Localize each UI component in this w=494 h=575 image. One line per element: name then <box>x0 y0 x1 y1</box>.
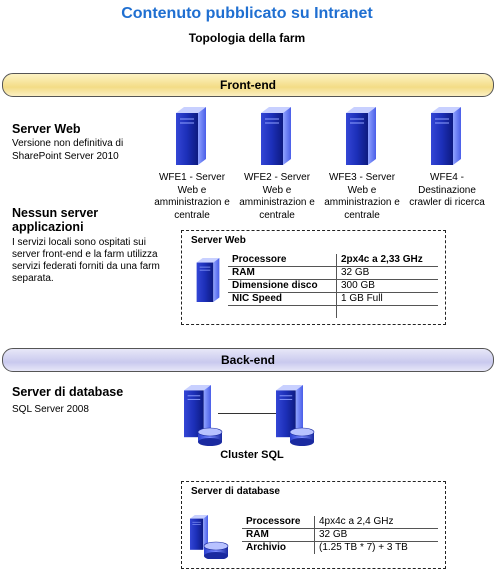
cluster-label: Cluster SQL <box>220 449 284 461</box>
spec-key: Processore <box>228 254 337 267</box>
spec-key: Dimensione disco <box>228 279 337 293</box>
cluster-link-line <box>218 413 276 414</box>
sql-node1-server-icon <box>183 384 226 452</box>
spec-key <box>228 305 337 318</box>
db-server-spec-icon <box>189 514 232 564</box>
web-server-spec-title: Server Web <box>191 235 246 246</box>
db-server-heading: Server di database <box>12 385 124 399</box>
app-server-description: I servizi locali sono ospitati sui serve… <box>12 237 160 284</box>
web-server-description: Versione non definitiva di SharePoint Se… <box>12 138 124 162</box>
wfe4-caption: WFE4 - Destinazione crawler di ricerca <box>409 172 485 208</box>
spec-value <box>337 306 439 319</box>
spec-key: NIC Speed <box>228 292 337 306</box>
db-server-description: SQL Server 2008 <box>12 404 89 415</box>
wfe3-caption: WFE3 - Server Web e amministrazion e cen… <box>324 172 400 221</box>
wfe1-caption: WFE1 - Server Web e amministrazion e cen… <box>154 172 230 221</box>
spec-row: Processore 2px4c a 2,33 GHz <box>228 254 438 267</box>
front-end-band: Front-end <box>2 73 494 97</box>
db-server-spec-table: Processore 4px4c a 2,4 GHz RAM 32 GB Arc… <box>242 516 438 554</box>
spec-row: NIC Speed 1 GB Full <box>228 292 438 306</box>
web-server-spec-box: Server Web Processore 2px4c a 2,33 GHz R… <box>181 230 446 325</box>
spec-value: 4px4c a 2,4 GHz <box>314 516 438 529</box>
spec-row: Dimensione disco 300 GB <box>228 279 438 293</box>
web-server-spec-table: Processore 2px4c a 2,33 GHz RAM 32 GB Di… <box>228 254 438 318</box>
spec-value: 1 GB Full <box>336 292 438 306</box>
page-title: Contenuto pubblicato su Intranet <box>121 5 373 22</box>
back-end-band: Back-end <box>2 348 494 372</box>
spec-row: Archivio (1.25 TB * 7) + 3 TB <box>242 541 438 554</box>
spec-row: RAM 32 GB <box>242 528 438 542</box>
wfe2-caption: WFE2 - Server Web e amministrazion e cen… <box>239 172 315 221</box>
sql-node2-server-icon <box>275 384 318 452</box>
web-server-heading: Server Web <box>12 122 81 136</box>
wfe3-server-icon <box>345 106 378 172</box>
spec-value: 300 GB <box>336 279 438 293</box>
spec-key: Archivio <box>242 541 315 554</box>
wfe1-server-icon <box>175 106 208 172</box>
wfe4-server-icon <box>430 106 463 172</box>
app-server-heading: Nessun server applicazioni <box>12 206 99 234</box>
db-server-spec-box: Server di database Processore 4px4c a 2,… <box>181 481 446 569</box>
spec-value: 2px4c a 2,33 GHz <box>336 254 438 267</box>
spec-value: 32 GB <box>314 528 438 542</box>
spec-value: (1.25 TB * 7) + 3 TB <box>319 542 408 553</box>
web-server-spec-icon <box>196 257 220 307</box>
spec-value: 32 GB <box>336 266 438 280</box>
spec-row: RAM 32 GB <box>228 266 438 280</box>
db-server-spec-title: Server di database <box>191 486 280 497</box>
spec-key: Processore <box>242 516 315 529</box>
page-subtitle: Topologia della farm <box>188 31 306 45</box>
spec-row: Processore 4px4c a 2,4 GHz <box>242 516 438 529</box>
spec-key: RAM <box>242 528 315 542</box>
wfe2-server-icon <box>260 106 293 172</box>
spec-row <box>228 305 439 319</box>
spec-key: RAM <box>228 266 337 280</box>
